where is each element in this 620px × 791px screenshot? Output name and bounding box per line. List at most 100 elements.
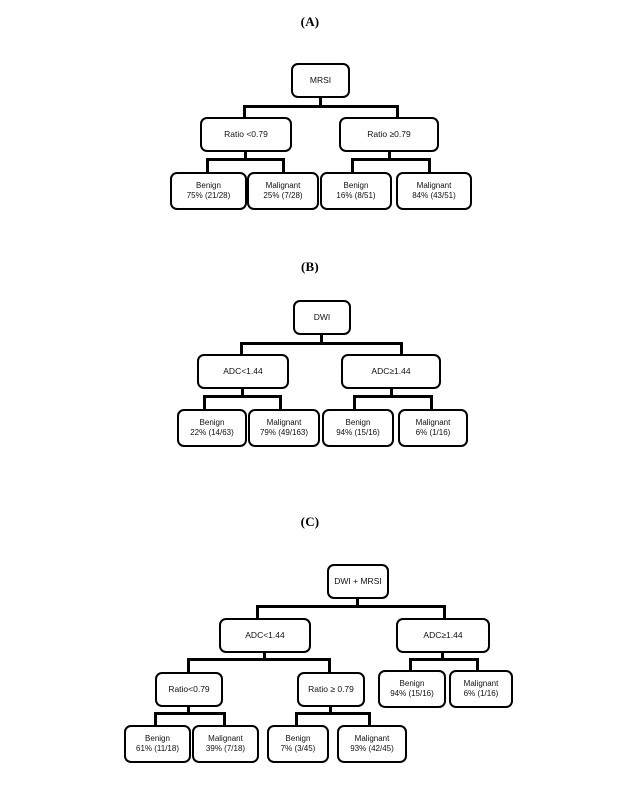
panel-c-leaf-3: Benign 7% (3/45) bbox=[267, 725, 329, 763]
connector-c-sub1-branch-stub bbox=[187, 707, 190, 714]
node-line-1: Ratio ≥ 0.79 bbox=[308, 684, 354, 695]
panel-c-subbranch-left: Ratio<0.79 bbox=[155, 672, 223, 707]
panel-a-branch-left: Ratio <0.79 bbox=[200, 117, 292, 152]
connector-a-left-leaf-bar bbox=[206, 158, 285, 161]
node-line-1: ADC<1.44 bbox=[245, 630, 285, 641]
node-line-2: 6% (1/16) bbox=[415, 428, 451, 437]
connector-a-left-branch-stub bbox=[244, 152, 247, 160]
connector-a-right-leaf-bar bbox=[351, 158, 431, 161]
panel-b-leaf-3: Benign 94% (15/16) bbox=[322, 409, 394, 447]
connector-c-leaf-bar-right bbox=[295, 712, 371, 715]
node-line-1: Benign bbox=[345, 418, 371, 428]
node-line-1: Malignant bbox=[415, 418, 451, 428]
node-line-1: Malignant bbox=[208, 734, 243, 744]
node-line-1: ADC≥1.44 bbox=[423, 630, 463, 641]
panel-c-right-leaf-1: Benign 94% (15/16) bbox=[378, 670, 446, 708]
node-line-2: 39% (7/18) bbox=[205, 744, 246, 753]
node-line-1: Benign bbox=[343, 181, 369, 191]
connector-a-right-stub bbox=[396, 105, 399, 117]
node-line-2: 6% (1/16) bbox=[463, 689, 499, 698]
connector-c-subbranch-bar bbox=[187, 658, 331, 661]
node-line-2: 94% (15/16) bbox=[390, 689, 434, 698]
panel-a-root-node: MRSI bbox=[291, 63, 350, 98]
connector-c-leaf4-stub bbox=[368, 712, 371, 725]
node-line-1: Malignant bbox=[416, 181, 452, 191]
panel-b-root-node: DWI bbox=[293, 300, 351, 335]
panel-b-leaf-2: Malignant 79% (49/163) bbox=[248, 409, 320, 447]
connector-c-leaf2-stub bbox=[223, 712, 226, 725]
connector-b-leaf2-stub bbox=[279, 395, 282, 409]
connector-c-left-stub bbox=[256, 605, 259, 618]
connector-c-left-branch-stub bbox=[263, 653, 266, 660]
panel-a-label: (A) bbox=[300, 14, 320, 29]
connector-a-leaf1-stub bbox=[206, 158, 209, 172]
node-line-1: Malignant bbox=[463, 679, 499, 689]
panel-a-branch-right: Ratio ≥0.79 bbox=[339, 117, 439, 152]
node-line-1: DWI + MRSI bbox=[334, 576, 382, 587]
connector-a-right-branch-stub bbox=[388, 152, 391, 160]
node-line-1: Ratio <0.79 bbox=[224, 129, 268, 140]
connector-a-leaf2-stub bbox=[282, 158, 285, 172]
connector-b-root-stub bbox=[320, 335, 323, 344]
panel-b-branch-left: ADC<1.44 bbox=[197, 354, 289, 389]
node-line-1: Ratio<0.79 bbox=[168, 684, 210, 695]
connector-b-leaf1-stub bbox=[203, 395, 206, 409]
panel-c-leaf-4: Malignant 93% (42/45) bbox=[337, 725, 407, 763]
connector-c-leaf3-stub bbox=[295, 712, 298, 725]
connector-b-right-branch-stub bbox=[390, 389, 393, 397]
node-line-2: 22% (14/63) bbox=[190, 428, 234, 437]
node-line-2: 61% (11/18) bbox=[136, 744, 179, 753]
node-line-1: Benign bbox=[199, 418, 225, 428]
connector-c-right-leaf-bar bbox=[409, 658, 479, 661]
node-line-1: ADC≥1.44 bbox=[371, 366, 411, 377]
connector-b-leaf3-stub bbox=[353, 395, 356, 409]
connector-c-right-branch-stub bbox=[441, 653, 444, 660]
connector-b-right-stub bbox=[400, 342, 403, 354]
panel-c-leaf-2: Malignant 39% (7/18) bbox=[192, 725, 259, 763]
node-line-1: Benign bbox=[145, 734, 170, 744]
panel-c-right-leaf-2: Malignant 6% (1/16) bbox=[449, 670, 513, 708]
connector-c-leaf-bar-left bbox=[154, 712, 226, 715]
panel-b-leaf-1: Benign 22% (14/63) bbox=[177, 409, 247, 447]
connector-a-leaf4-stub bbox=[428, 158, 431, 172]
panel-a-leaf-2: Malignant 25% (7/28) bbox=[247, 172, 319, 210]
connector-c-leaf1-stub bbox=[154, 712, 157, 725]
connector-c-sub2-branch-stub bbox=[329, 707, 332, 714]
node-line-2: 79% (49/163) bbox=[259, 428, 309, 437]
node-line-2: 93% (42/45) bbox=[350, 744, 394, 753]
connector-a-left-stub bbox=[243, 105, 246, 117]
connector-b-left-branch-stub bbox=[241, 389, 244, 397]
node-line-2: 7% (3/45) bbox=[280, 744, 316, 753]
node-line-1: Benign bbox=[196, 181, 221, 191]
node-line-2: 94% (15/16) bbox=[336, 428, 380, 437]
node-line-2: 25% (7/28) bbox=[263, 191, 303, 200]
node-line-2: 84% (43/51) bbox=[412, 191, 456, 200]
connector-c-rightleaf1-stub bbox=[409, 658, 412, 670]
connector-a-leaf3-stub bbox=[351, 158, 354, 172]
connector-b-right-leaf-bar bbox=[353, 395, 433, 398]
node-line-1: Malignant bbox=[354, 734, 390, 744]
panel-b-label: (B) bbox=[301, 259, 319, 274]
connector-a-root-stub bbox=[319, 98, 322, 107]
node-line-1: MRSI bbox=[309, 75, 332, 86]
panel-a-leaf-4: Malignant 84% (43/51) bbox=[396, 172, 472, 210]
connector-c-right-stub bbox=[443, 605, 446, 618]
node-line-1: Malignant bbox=[265, 181, 301, 191]
connector-c-sub1-stub bbox=[187, 658, 190, 672]
connector-a-level1-bar bbox=[243, 105, 399, 108]
panel-c-subbranch-right: Ratio ≥ 0.79 bbox=[297, 672, 365, 707]
panel-c-label: (C) bbox=[300, 514, 320, 529]
connector-b-level1-bar bbox=[240, 342, 403, 345]
node-line-1: DWI bbox=[313, 312, 331, 323]
node-line-1: Benign bbox=[285, 734, 311, 744]
node-line-1: ADC<1.44 bbox=[223, 366, 263, 377]
node-line-2: 16% (8/51) bbox=[336, 191, 376, 200]
panel-b-leaf-4: Malignant 6% (1/16) bbox=[398, 409, 468, 447]
node-line-1: Benign bbox=[399, 679, 425, 689]
connector-c-level1-bar bbox=[256, 605, 446, 608]
panel-c-root-node: DWI + MRSI bbox=[327, 564, 389, 599]
node-line-2: 75% (21/28) bbox=[186, 191, 231, 200]
panel-b-branch-right: ADC≥1.44 bbox=[341, 354, 441, 389]
panel-a-leaf-3: Benign 16% (8/51) bbox=[320, 172, 392, 210]
